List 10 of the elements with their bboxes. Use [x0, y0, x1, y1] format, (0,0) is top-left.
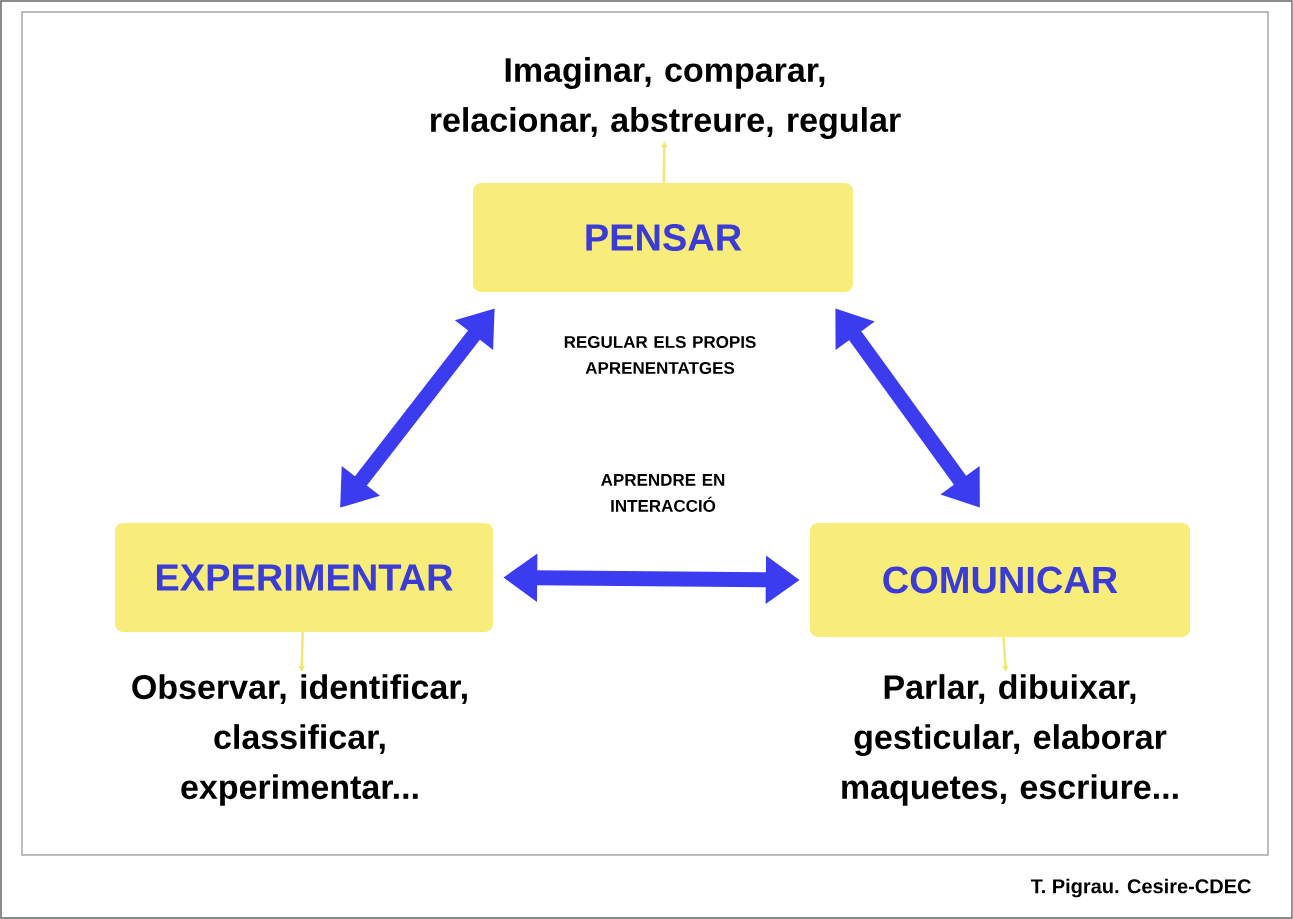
activity-text: Imaginar, comparar, relacionar, abstreure, regular — [431, 57, 901, 139]
process-box: PENSAR — [473, 183, 853, 292]
activity-text: Parlar, dibuixar, gesticular, elaborar maquetes, escriure... — [842, 674, 1178, 806]
edge-label: APRENDRE EN INTERACCIÓ — [601, 474, 725, 512]
activity-text: Observar, identificar, classificar, experimentar... — [132, 674, 467, 806]
process-box: EXPERIMENTAR — [115, 523, 493, 632]
process-box: COMUNICAR — [810, 523, 1190, 637]
credit-text: T. Pigrau. Cesire-CDEC — [1030, 878, 1251, 898]
arrow — [1002, 637, 1009, 672]
note-text: REGULAR ELS PROPIS APRENENTATGES — [564, 336, 756, 375]
